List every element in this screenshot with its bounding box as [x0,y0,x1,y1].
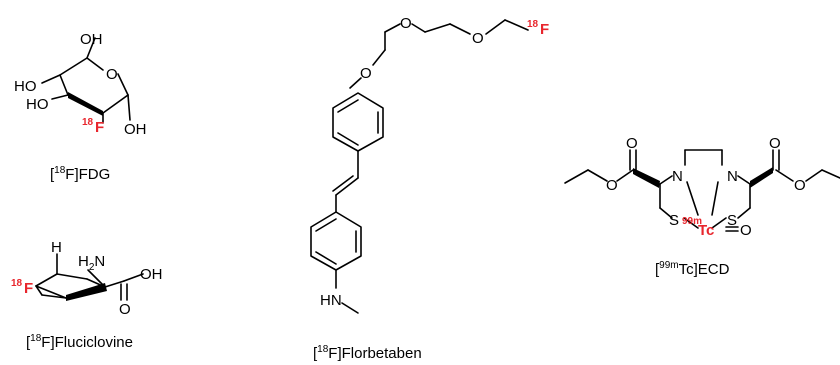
fdg-oh-top: OH [80,31,103,48]
ecd-n-right: N [727,168,738,185]
ecd-bonds [564,149,840,232]
fluciclovine-fluorine: F [24,280,33,297]
fluciclovine-carbonyl-o: O [119,301,131,318]
fluciclovine-caption: [18F]Fluciclovine [26,333,133,351]
florbetaben-ether-o2: O [400,15,412,32]
fluciclovine-h2n: H2N [78,253,105,273]
florbetaben-caption: [18F]Florbetaben [313,344,422,362]
fdg-ring-oxygen: O [106,66,118,83]
florbetaben-fluorine: F [540,21,549,38]
florbetaben-structure: O O O 18 F HN [18F]Florbetaben [310,15,549,362]
ecd-carbonyl-o-left: O [626,135,638,152]
ecd-caption: [99mTc]ECD [655,260,730,278]
ecd-ester-o-right: O [794,177,806,194]
ecd-carbonyl-o-right: O [769,135,781,152]
florbetaben-ether-o1: O [360,65,372,82]
fdg-ho-lower: HO [26,96,49,113]
ecd-ester-o-left: O [606,177,618,194]
florbetaben-hn: HN [320,292,342,309]
ecd-s-right: S [727,212,737,229]
fdg-oh-anomeric: OH [124,121,147,138]
fdg-isotope-18: 18 [82,117,94,128]
florbetaben-isotope-18: 18 [527,19,539,30]
ecd-n-left: N [672,168,683,185]
ecd-oxo-o: O [740,222,752,239]
fdg-fluorine: F [95,119,104,136]
ecd-technetium: Tc [698,222,714,239]
fdg-ho-left: HO [14,78,37,95]
ecd-s-left: S [669,212,679,229]
fluciclovine-h: H [51,239,62,256]
fluciclovine-isotope-18: 18 [11,278,23,289]
fluciclovine-structure: H H2N 18 F OH O [18F]Fluciclovine [11,239,163,351]
fdg-caption: [18F]FDG [50,165,110,183]
fluciclovine-bonds [35,253,144,301]
fdg-structure: OH O HO HO 18 F OH [18F]FDG [14,31,147,183]
fdg-bonds [41,37,131,124]
fluciclovine-oh: OH [140,266,163,283]
florbetaben-bonds [310,19,529,314]
ecd-structure: O O N N 99m Tc O S S O O [99mTc]ECD [564,135,840,278]
ecd-isotope-99m: 99m [682,216,702,227]
florbetaben-ether-o3: O [472,30,484,47]
